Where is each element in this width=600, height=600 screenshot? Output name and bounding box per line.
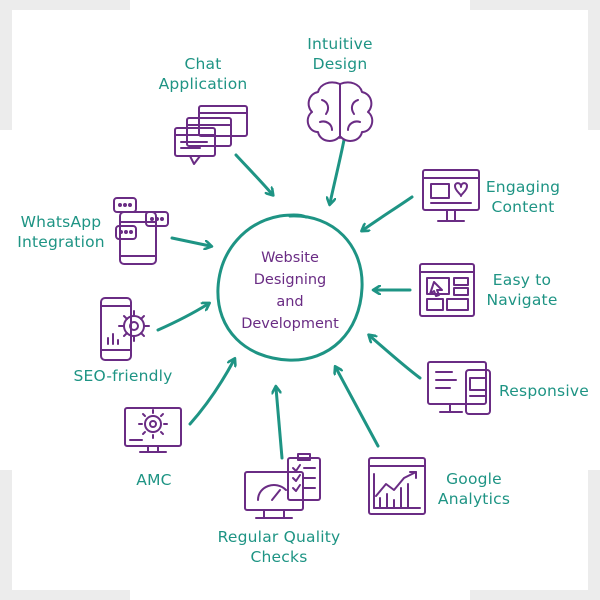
arrow-responsive: [370, 336, 422, 380]
label-google-analytics: Google Analytics: [428, 469, 520, 509]
chat-line-1: Chat: [184, 55, 222, 73]
analytics-chart-icon: [368, 457, 426, 515]
seo-line-1: SEO-friendly: [73, 367, 173, 385]
label-engaging-content: Engaging Content: [482, 177, 564, 217]
arrow-whatsapp: [170, 236, 210, 246]
engaging-line-1: Engaging: [485, 178, 561, 196]
arrow-google: [336, 368, 380, 448]
gauge-checklist-icon: [244, 453, 321, 519]
arrow-seo: [156, 304, 208, 332]
frame-corner-top-left-h: [0, 0, 130, 10]
label-amc: AMC: [124, 470, 184, 490]
arrow-engaging: [363, 195, 414, 230]
whatsapp-line-2: Integration: [17, 233, 105, 251]
arrow-amc: [188, 360, 234, 426]
engaging-line-2: Content: [491, 198, 555, 216]
center-line-4: Development: [241, 316, 339, 332]
label-regular-quality-checks: Regular Quality Checks: [206, 527, 352, 567]
chat-line-2: Application: [158, 75, 248, 93]
intuitive-line-2: Design: [312, 55, 368, 73]
label-chat-application: Chat Application: [148, 54, 258, 94]
phone-gear-icon: [100, 297, 150, 361]
label-whatsapp-integration: WhatsApp Integration: [6, 212, 116, 252]
chat-windows-icon: [174, 105, 248, 165]
label-easy-to-navigate: Easy to Navigate: [478, 270, 566, 310]
frame-corner-bottom-right: [588, 470, 600, 600]
frame-corner-top-right: [588, 0, 600, 130]
quality-line-2: Checks: [250, 548, 308, 566]
frame-corner-bottom-left-h: [0, 590, 130, 600]
center-label: Website Designing and Development: [230, 247, 350, 335]
arrow-chat: [234, 153, 272, 194]
intuitive-line-1: Intuitive: [307, 35, 373, 53]
center-line-3: and: [276, 294, 304, 310]
easy-line-2: Navigate: [486, 291, 558, 309]
easy-line-1: Easy to: [492, 271, 552, 289]
arrow-quality: [276, 388, 284, 460]
responsive-line-1: Responsive: [499, 382, 589, 400]
frame-corner-bottom-left: [0, 470, 12, 600]
google-line-2: Analytics: [437, 490, 511, 508]
frame-corner-top-right-h: [470, 0, 600, 10]
monitor-gear-icon: [124, 407, 182, 453]
monitor-heart-icon: [422, 169, 480, 222]
browser-layout-icon: [419, 263, 475, 317]
center-line-1: Website: [261, 250, 319, 266]
brain-icon: [306, 81, 374, 142]
label-responsive: Responsive: [494, 381, 594, 401]
label-intuitive-design: Intuitive Design: [290, 34, 390, 74]
label-seo-friendly: SEO-friendly: [60, 366, 186, 386]
whatsapp-line-1: WhatsApp: [20, 213, 102, 231]
phone-chat-icon: [113, 197, 169, 265]
quality-line-1: Regular Quality: [217, 528, 341, 546]
google-line-1: Google: [446, 470, 502, 488]
multi-device-icon: [427, 361, 491, 415]
arrow-intuitive: [330, 138, 346, 203]
center-line-2: Designing: [253, 272, 327, 288]
frame-corner-bottom-right-h: [470, 590, 600, 600]
amc-line-1: AMC: [136, 471, 172, 489]
center-circle: [216, 213, 364, 362]
frame-corner-top-left: [0, 0, 12, 130]
